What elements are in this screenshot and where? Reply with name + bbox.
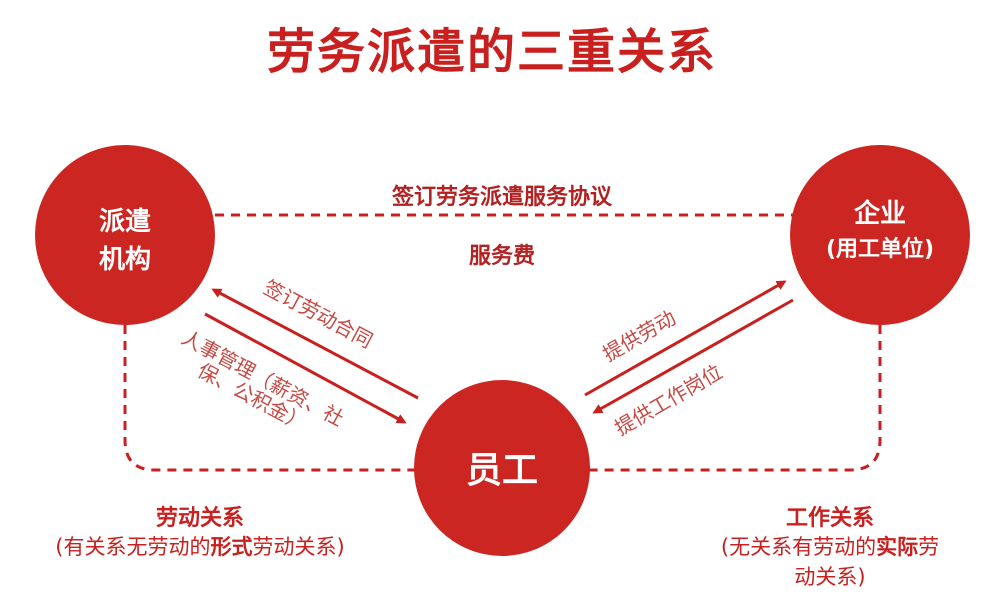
enterprise-node: 企业 (用工单位) xyxy=(790,145,970,325)
service-fee-label: 服务费 xyxy=(469,244,535,269)
labor-contract-label: 签订劳动合同 xyxy=(260,275,377,353)
work-relation-desc-pre: (无关系有劳动的 xyxy=(720,535,877,559)
labor-relation-desc-post: 劳动关系) xyxy=(252,535,345,559)
agency-label-line2: 机构 xyxy=(99,245,151,275)
labor-relation-desc-bold: 形式 xyxy=(210,535,253,559)
employee-node: 员工 xyxy=(414,380,590,556)
work-relation-desc-bold: 实际 xyxy=(876,535,919,559)
work-relation-desc-post-line2: 动关系) xyxy=(794,565,866,589)
labor-relation-desc-pre: (有关系无劳动的 xyxy=(55,535,211,559)
provide-labor-label: 提供劳动 xyxy=(599,306,680,367)
service-agreement-label: 签订劳务派遣服务协议 xyxy=(391,184,613,210)
arrow-agency-to-employee xyxy=(204,312,407,424)
labor-relation-title: 劳动关系 xyxy=(155,506,244,531)
work-relation-desc: (无关系有劳动的实际劳动关系) xyxy=(680,532,980,592)
agency-label-line1: 派遣 xyxy=(99,207,151,237)
arrow-enterprise-to-employee xyxy=(592,298,794,414)
work-relation-title: 工作关系 xyxy=(785,506,874,531)
enterprise-label-line2: (用工单位) xyxy=(826,236,934,262)
work-relation-block: 工作关系 (无关系有劳动的实际劳动关系) xyxy=(680,500,980,592)
enterprise-employee-dashed-line xyxy=(585,325,882,472)
labor-relation-block: 劳动关系 (有关系无劳动的形式劳动关系) xyxy=(0,500,400,562)
diagram-title: 劳务派遣的三重关系 xyxy=(266,24,717,80)
enterprise-label-line1: 企业 xyxy=(854,198,906,229)
work-relation-desc-post-line1: 劳 xyxy=(918,535,940,559)
agency-node: 派遣 机构 xyxy=(35,145,215,325)
arrow-employee-to-agency xyxy=(211,288,419,400)
labor-relation-desc: (有关系无劳动的形式劳动关系) xyxy=(0,532,400,562)
agency-employee-dashed-line xyxy=(123,325,420,472)
employee-label: 员工 xyxy=(466,450,538,491)
arrow-employee-to-enterprise xyxy=(584,280,787,397)
